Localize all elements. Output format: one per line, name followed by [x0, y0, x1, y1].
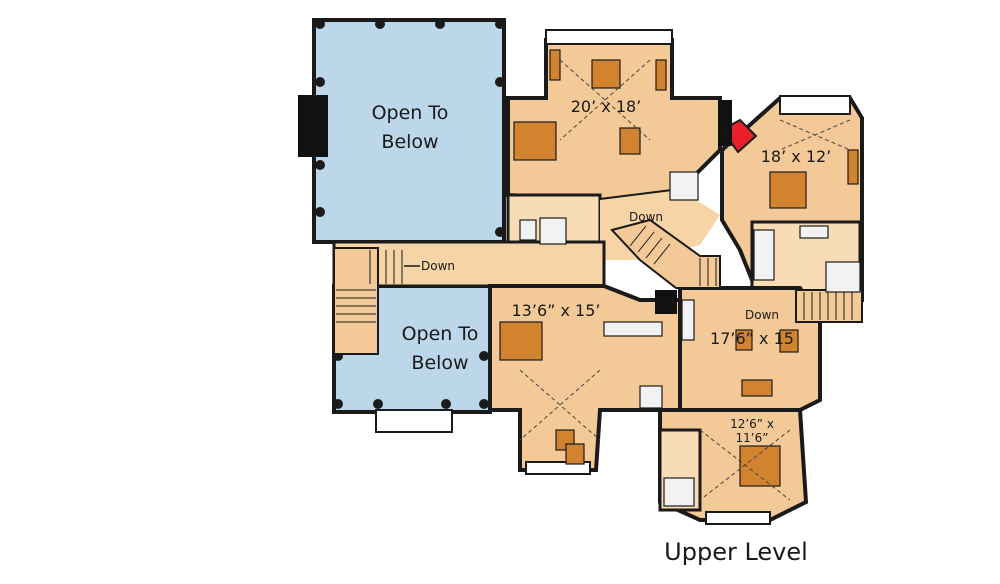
room-nw-dimension: 20’ x 18’ [571, 97, 642, 116]
stair-central [610, 218, 721, 289]
room-ne-dimension: 18’ x 12’ [761, 147, 832, 166]
furniture [499, 49, 861, 507]
level-title: Upper Level [664, 538, 808, 566]
open-to-below-upper-area [298, 18, 506, 244]
ceiling-lines [519, 59, 851, 501]
down-label-gallery: Down [421, 259, 455, 273]
chimney-center [655, 290, 677, 314]
down-label-stair: Down [629, 210, 663, 224]
open-to-below-upper-line1: Open To [372, 102, 449, 124]
room-se-dimension-line2: 11’6” [736, 431, 769, 445]
room-center-right-dimension: 17’6” x 15 [710, 329, 794, 348]
open-to-below-upper-line2: Below [381, 131, 438, 153]
chimney-west [298, 95, 328, 157]
room-se-dimension-line1: 12’6” x [730, 417, 774, 431]
open-to-below-lower-line1: Open To [402, 323, 479, 345]
stair-west [333, 247, 420, 355]
room-center-left-dimension: 13’6” x 15’ [512, 301, 601, 320]
chimney-ne [718, 100, 732, 146]
stair-east [795, 289, 863, 323]
open-to-below-lower-line2: Below [411, 352, 468, 374]
railing-posts-upper [315, 19, 505, 237]
down-label-east: Down [745, 308, 779, 322]
